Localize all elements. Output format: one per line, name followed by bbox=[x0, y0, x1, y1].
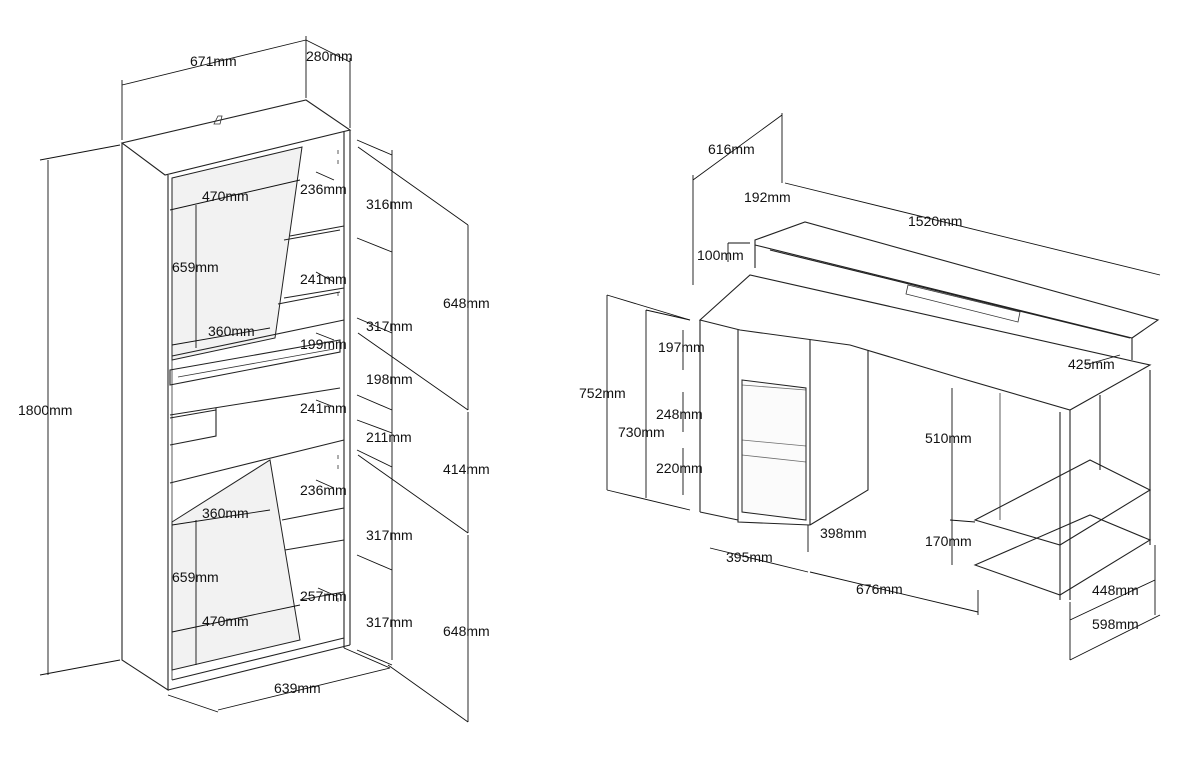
desk-drawing bbox=[606, 113, 1161, 661]
label-door-width-top: 470mm bbox=[202, 188, 249, 204]
bookcase-drawing bbox=[39, 36, 469, 723]
label-section-mid: 414mm bbox=[443, 461, 490, 477]
label-desk-drawer-top: 197mm bbox=[658, 339, 705, 355]
label-desk-cabinet-width: 395mm bbox=[726, 549, 773, 565]
label-shelf-4: 241mm bbox=[300, 400, 347, 416]
label-door-height-bottom: 659mm bbox=[172, 569, 219, 585]
label-desk-side-depth: 448mm bbox=[1092, 582, 1139, 598]
label-desk-shelf-height: 192mm bbox=[744, 189, 791, 205]
label-door-open-bottom: 360mm bbox=[202, 505, 249, 521]
label-door-height-top: 659mm bbox=[172, 259, 219, 275]
label-base-width: 639mm bbox=[274, 680, 321, 696]
label-desk-knee-width: 676mm bbox=[856, 581, 903, 597]
label-gap-4: 211mm bbox=[366, 429, 412, 445]
desk-labels: 616mm 192mm 1520mm 100mm 425mm 752mm 730… bbox=[579, 141, 1139, 632]
label-desk-lower-shelf: 170mm bbox=[925, 533, 972, 549]
label-gap-5: 317mm bbox=[366, 527, 413, 543]
label-shelf-2: 241mm bbox=[300, 271, 347, 287]
label-section-top: 648mm bbox=[443, 295, 490, 311]
label-desk-leg-height: 510mm bbox=[925, 430, 972, 446]
label-desk-width: 1520mm bbox=[908, 213, 962, 229]
label-bookcase-depth: 280mm bbox=[306, 48, 353, 64]
label-desk-drawer-mid: 248mm bbox=[656, 406, 703, 422]
bookcase-labels: 671mm 280mm 1800mm 470mm 659mm 360mm 360… bbox=[18, 48, 490, 696]
label-shelf-1: 236mm bbox=[300, 181, 347, 197]
label-desk-side-shelf: 425mm bbox=[1068, 356, 1115, 372]
label-bookcase-height: 1800mm bbox=[18, 402, 72, 418]
label-desk-base-depth: 598mm bbox=[1092, 616, 1139, 632]
label-gap-1: 316mm bbox=[366, 196, 413, 212]
label-bookcase-width: 671mm bbox=[190, 53, 237, 69]
label-gap-3: 198mm bbox=[366, 371, 413, 387]
label-shelf-3: 199mm bbox=[300, 336, 347, 352]
label-gap-6: 317mm bbox=[366, 614, 413, 630]
label-door-width-bottom: 470mm bbox=[202, 613, 249, 629]
label-desk-drawer-bottom: 220mm bbox=[656, 460, 703, 476]
label-shelf-5: 236mm bbox=[300, 482, 347, 498]
label-desk-depth: 616mm bbox=[708, 141, 755, 157]
label-gap-2: 317mm bbox=[366, 318, 413, 334]
label-desk-height: 730mm bbox=[618, 424, 665, 440]
label-desk-cabinet-depth: 398mm bbox=[820, 525, 867, 541]
label-desk-total-height: 752mm bbox=[579, 385, 626, 401]
label-shelf-6: 257mm bbox=[300, 588, 347, 604]
label-door-open-top: 360mm bbox=[208, 323, 255, 339]
label-section-bottom: 648mm bbox=[443, 623, 490, 639]
label-desk-shelf-depth: 100mm bbox=[697, 247, 744, 263]
